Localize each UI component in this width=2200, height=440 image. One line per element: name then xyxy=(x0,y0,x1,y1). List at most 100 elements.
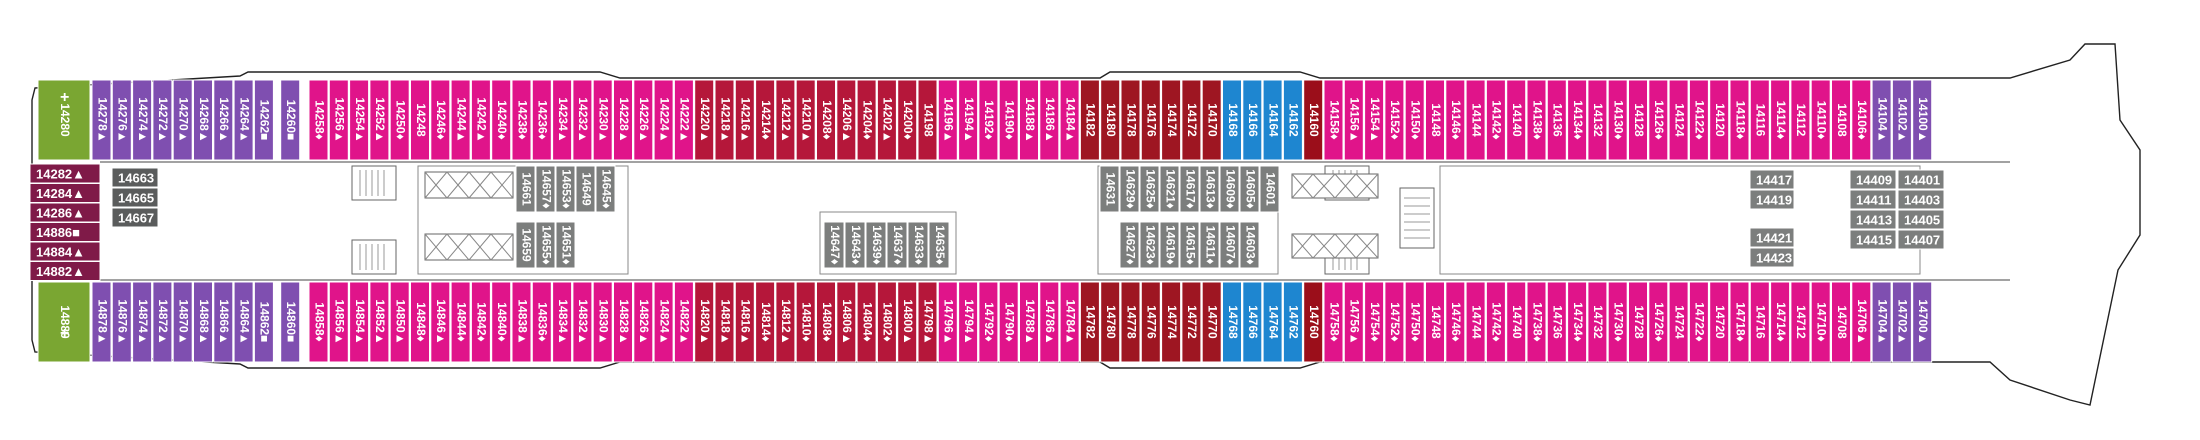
cabin-inner-left-2-box[interactable] xyxy=(111,207,159,228)
cabin-top-7-box[interactable] xyxy=(213,79,234,161)
cabin-top-8-box[interactable] xyxy=(233,79,254,161)
cabin-top-69-box[interactable] xyxy=(1485,79,1506,161)
cabin-bottom-74-box[interactable] xyxy=(1587,281,1608,363)
cabin-top-6-box[interactable] xyxy=(193,79,213,161)
cabin-bottom-9-box[interactable] xyxy=(253,281,274,363)
cabin-top-59-box[interactable] xyxy=(1282,79,1303,161)
cabin-inner-c-top-4-box[interactable] xyxy=(1179,165,1200,213)
cabin-inner-b-2-box[interactable] xyxy=(865,221,887,269)
cabin-inner-c-bot-3-box[interactable] xyxy=(1179,221,1200,269)
cabin-top-48-box[interactable] xyxy=(1059,79,1080,161)
cabin-top-5-box[interactable] xyxy=(172,79,193,161)
cabin-top-2-box[interactable] xyxy=(111,79,132,161)
cabin-inner-c-top-6-box[interactable] xyxy=(1219,165,1240,213)
cabin-inner-left-0-box[interactable] xyxy=(111,167,159,188)
cabin-top-22-box[interactable] xyxy=(531,79,552,161)
cabin-top-33-box[interactable] xyxy=(755,79,776,161)
cabin-bottom-75-box[interactable] xyxy=(1607,281,1628,363)
cabin-bottom-23-box[interactable] xyxy=(552,281,573,363)
cabin-bottom-65-box[interactable] xyxy=(1404,281,1425,363)
cabin-inner-c-top-2-box[interactable] xyxy=(1139,165,1160,213)
cabin-bottom-40-box[interactable] xyxy=(897,281,918,363)
cabin-top-56-box[interactable] xyxy=(1222,79,1242,161)
cabin-top-16-box[interactable] xyxy=(410,79,430,161)
cabin-fwd-right-1-box[interactable] xyxy=(1897,169,1945,190)
cabin-bottom-48-box[interactable] xyxy=(1059,281,1080,363)
cabin-fwd-right-7-box[interactable] xyxy=(1897,229,1945,250)
cabin-bottom-32-box[interactable] xyxy=(734,281,755,363)
cabin-top-17-box[interactable] xyxy=(430,79,451,161)
cabin-top-35-box[interactable] xyxy=(795,79,816,161)
cabin-top-87-box[interactable] xyxy=(1851,79,1872,161)
cabin-bottom-29-box[interactable] xyxy=(673,281,694,363)
cabin-inner-b-0-box[interactable] xyxy=(823,221,845,269)
cabin-bottom-19-box[interactable] xyxy=(470,281,491,363)
cabin-inner-c-bot-1-box[interactable] xyxy=(1139,221,1160,269)
cabin-inner-c-bot-5-box[interactable] xyxy=(1219,221,1240,269)
cabin-top-73-box[interactable] xyxy=(1567,79,1588,161)
cabin-top-34-box[interactable] xyxy=(775,79,796,161)
cabin-bottom-18-box[interactable] xyxy=(450,281,471,363)
cabin-bottom-60-box[interactable] xyxy=(1303,281,1324,363)
cabin-top-60-box[interactable] xyxy=(1303,79,1324,161)
cabin-top-3-box[interactable] xyxy=(132,79,153,161)
cabin-top-82-box[interactable] xyxy=(1749,79,1770,161)
cabin-bottom-21-box[interactable] xyxy=(511,281,532,363)
cabin-bottom-42-box[interactable] xyxy=(937,281,958,363)
cabin-bottom-6-box[interactable] xyxy=(193,281,213,363)
cabin-bottom-1-box[interactable] xyxy=(91,281,112,363)
cabin-top-47-box[interactable] xyxy=(1039,79,1060,161)
cabin-inner-a-top-0-box[interactable] xyxy=(515,165,536,213)
cabin-top-32-box[interactable] xyxy=(734,79,755,161)
cabin-top-28-box[interactable] xyxy=(653,79,674,161)
cabin-top-19-box[interactable] xyxy=(470,79,491,161)
cabin-inner-c-bot-6-box[interactable] xyxy=(1239,221,1260,269)
cabin-top-36-box[interactable] xyxy=(816,79,836,161)
cabin-bottom-83-box[interactable] xyxy=(1770,281,1791,363)
cabin-top-83-box[interactable] xyxy=(1770,79,1791,161)
cabin-inner-a-top-4-box[interactable] xyxy=(595,165,616,213)
cabin-top-85-box[interactable] xyxy=(1810,79,1831,161)
cabin-aft-5-box[interactable] xyxy=(29,261,101,281)
cabin-inner-a-top-3-box[interactable] xyxy=(575,165,596,213)
cabin-bottom-63-box[interactable] xyxy=(1364,281,1385,363)
cabin-bottom-49-box[interactable] xyxy=(1079,281,1100,363)
cabin-bottom-8-box[interactable] xyxy=(233,281,254,363)
cabin-bottom-87-box[interactable] xyxy=(1851,281,1872,363)
cabin-bottom-27-box[interactable] xyxy=(633,281,654,363)
cabin-bottom-16-box[interactable] xyxy=(410,281,430,363)
cabin-bottom-55-box[interactable] xyxy=(1201,281,1222,363)
cabin-inner-a-top-1-box[interactable] xyxy=(535,165,556,213)
cabin-bottom-34-box[interactable] xyxy=(775,281,796,363)
cabin-top-68-box[interactable] xyxy=(1465,79,1486,161)
cabin-bottom-0-box[interactable] xyxy=(37,281,91,363)
cabin-bottom-11-box[interactable] xyxy=(308,281,329,363)
cabin-top-57-box[interactable] xyxy=(1242,79,1263,161)
cabin-bottom-51-box[interactable] xyxy=(1120,281,1141,363)
cabin-top-50-box[interactable] xyxy=(1100,79,1121,161)
cabin-top-84-box[interactable] xyxy=(1790,79,1811,161)
cabin-bottom-68-box[interactable] xyxy=(1465,281,1486,363)
cabin-bottom-69-box[interactable] xyxy=(1485,281,1506,363)
cabin-bottom-2-box[interactable] xyxy=(111,281,132,363)
cabin-top-90-box[interactable] xyxy=(1912,79,1933,161)
cabin-top-44-box[interactable] xyxy=(978,79,999,161)
cabin-bottom-44-box[interactable] xyxy=(978,281,999,363)
cabin-inner-left-1-box[interactable] xyxy=(111,187,159,208)
cabin-top-38-box[interactable] xyxy=(856,79,877,161)
cabin-inner-c-top-5-box[interactable] xyxy=(1199,165,1220,213)
cabin-bottom-25-box[interactable] xyxy=(592,281,613,363)
cabin-top-51-box[interactable] xyxy=(1120,79,1141,161)
cabin-bottom-35-box[interactable] xyxy=(795,281,816,363)
cabin-top-81-box[interactable] xyxy=(1729,79,1750,161)
cabin-inner-a-top-2-box[interactable] xyxy=(555,165,576,213)
cabin-top-64-box[interactable] xyxy=(1384,79,1405,161)
cabin-bottom-67-box[interactable] xyxy=(1445,281,1466,363)
cabin-inner-c-bot-4-box[interactable] xyxy=(1199,221,1220,269)
cabin-top-41-box[interactable] xyxy=(917,79,938,161)
cabin-top-37-box[interactable] xyxy=(836,79,857,161)
cabin-bottom-56-box[interactable] xyxy=(1222,281,1242,363)
cabin-top-78-box[interactable] xyxy=(1668,79,1689,161)
cabin-fwd-right-4-box[interactable] xyxy=(1849,209,1897,230)
cabin-inner-b-4-box[interactable] xyxy=(907,221,929,269)
